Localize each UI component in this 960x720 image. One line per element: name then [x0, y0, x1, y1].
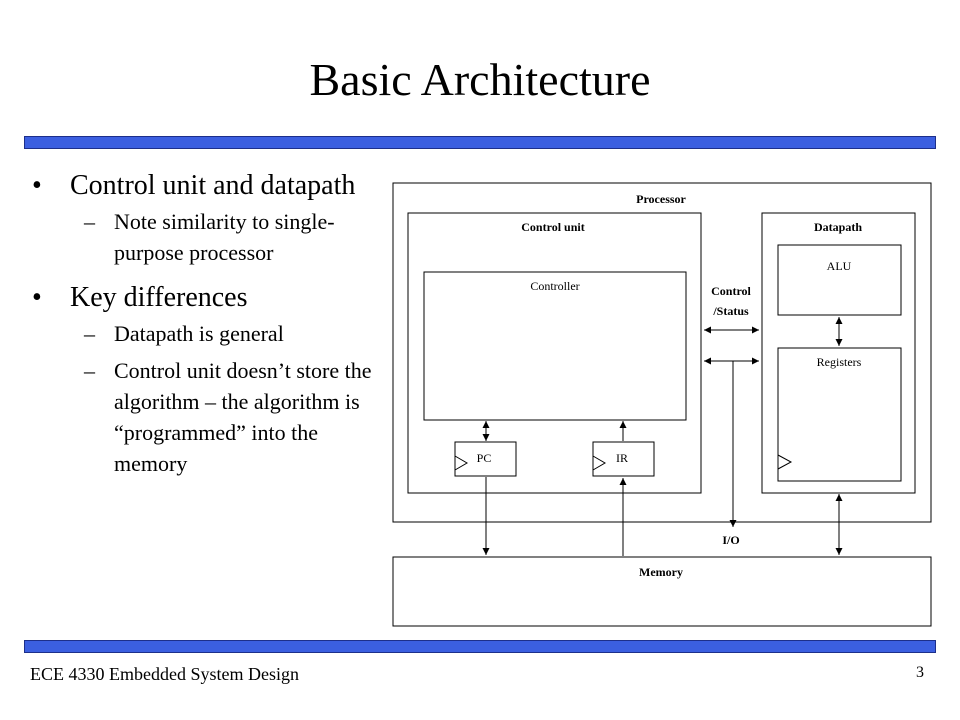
alu-box	[777, 244, 902, 316]
bullet-text: Control unit and datapath	[70, 170, 356, 201]
pc-label: PC	[477, 451, 492, 465]
sub-bullet-text: Datapath is general	[114, 321, 284, 346]
bullet-item: • Control unit and datapath	[30, 168, 375, 204]
bullet-list: • Control unit and datapath – Note simil…	[30, 168, 375, 485]
datapath-box	[761, 212, 916, 494]
control-unit-label: Control unit	[521, 220, 584, 234]
controller-label: Controller	[530, 279, 579, 293]
control-unit-box	[407, 212, 702, 494]
bullet-item: • Key differences	[30, 280, 375, 316]
controller-box	[423, 271, 687, 421]
sub-bullet-dash: –	[84, 209, 95, 234]
bullet-text: Key differences	[70, 282, 248, 313]
io-label: I/O	[722, 533, 739, 547]
sub-bullet-item: – Datapath is general	[30, 318, 375, 349]
datapath-label: Datapath	[814, 220, 862, 234]
sub-bullet-text: Note similarity to single-purpose proces…	[114, 209, 335, 265]
pc-register-box	[454, 441, 517, 477]
bottom-divider-bar	[24, 640, 936, 653]
registers-box	[777, 347, 902, 482]
bullet-dot: •	[32, 170, 42, 201]
ir-label: IR	[616, 451, 628, 465]
sub-bullet-text: Control unit doesn’t store the algorithm…	[114, 358, 372, 476]
sub-bullet-item: – Note similarity to single-purpose proc…	[30, 206, 375, 268]
processor-label: Processor	[636, 192, 686, 206]
registers-label: Registers	[817, 355, 862, 369]
page-number: 3	[916, 664, 924, 681]
alu-label: ALU	[827, 259, 852, 273]
control-status-label-line1: Control	[711, 284, 751, 298]
pc-clock-icon	[454, 455, 468, 471]
processor-box	[392, 182, 932, 523]
control-status-label-line2: /Status	[712, 304, 749, 318]
ir-clock-icon	[592, 455, 606, 471]
top-divider-bar	[24, 136, 936, 149]
footer-course-title: ECE 4330 Embedded System Design	[30, 664, 299, 684]
registers-clock-icon	[777, 454, 793, 470]
bullet-dot: •	[32, 282, 42, 313]
sub-bullet-dash: –	[84, 358, 95, 383]
slide-title: Basic Architecture	[309, 54, 651, 105]
sub-bullet-dash: –	[84, 321, 95, 346]
memory-label: Memory	[639, 565, 683, 579]
ir-register-box	[592, 441, 655, 477]
memory-box	[392, 556, 932, 627]
sub-bullet-item: – Control unit doesn’t store the algorit…	[30, 355, 375, 479]
